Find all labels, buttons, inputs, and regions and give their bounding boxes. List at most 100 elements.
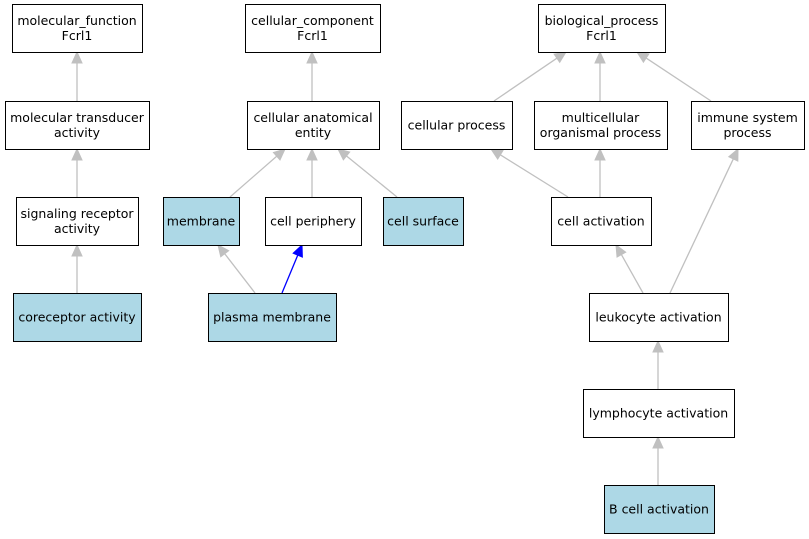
node-label: leukocyte activation	[595, 310, 721, 325]
edge-cact-to-cpr	[489, 148, 569, 198]
node-box	[163, 197, 240, 246]
node-label: Fcrl1	[62, 28, 93, 43]
edge-cact-to-mop	[594, 147, 606, 197]
node-box	[5, 101, 150, 150]
node-label: signaling receptor	[20, 206, 134, 221]
node-box	[12, 4, 143, 53]
edge-arrowhead	[337, 148, 351, 161]
edge-cae-to-cc	[306, 50, 318, 101]
node-cor: coreceptor activity	[13, 293, 142, 342]
node-box	[247, 101, 380, 150]
edge-mem-to-cae	[229, 148, 286, 198]
node-box	[401, 101, 513, 150]
edge-line	[620, 254, 644, 294]
node-box	[265, 197, 362, 246]
node-mem: membrane	[163, 197, 240, 246]
edge-arrowhead	[306, 50, 318, 64]
node-label: immune system	[697, 110, 798, 125]
edge-bact-to-lyact	[652, 435, 664, 485]
edge-lyact-to-lact	[652, 339, 664, 389]
edge-cper-to-cae	[306, 147, 318, 197]
edge-arrowhead	[489, 148, 504, 160]
edge-cpr-to-bp	[493, 51, 567, 102]
edge-arrowhead	[71, 50, 83, 64]
node-lact: leukocyte activation	[589, 293, 729, 342]
node-label: cellular process	[408, 118, 506, 133]
node-label: coreceptor activity	[18, 310, 136, 325]
node-label: biological_process	[545, 13, 659, 28]
edge-arrowhead	[615, 243, 627, 258]
edge-arrowhead	[727, 147, 739, 162]
node-box	[604, 485, 715, 534]
node-lyact: lymphocyte activation	[583, 389, 735, 438]
edge-line	[281, 254, 299, 294]
edge-arrowhead	[71, 147, 83, 161]
edge-line	[645, 57, 712, 102]
edge-line	[493, 57, 558, 102]
edges-layer	[71, 50, 739, 485]
edge-isp-to-bp	[635, 51, 712, 102]
node-label: activity	[54, 221, 101, 236]
edge-arrowhead	[652, 435, 664, 449]
node-label: process	[723, 125, 771, 140]
node-label: cell activation	[557, 214, 644, 229]
node-label: Fcrl1	[586, 28, 617, 43]
node-box	[16, 197, 139, 246]
node-box	[245, 4, 381, 53]
edge-lact-to-isp	[669, 147, 739, 294]
node-label: entity	[295, 125, 332, 140]
edge-cor-to-sra	[71, 243, 83, 293]
edge-arrowhead	[306, 147, 318, 161]
node-label: membrane	[167, 214, 236, 229]
edge-sra-to-mta	[71, 147, 83, 197]
node-label: B cell activation	[609, 502, 709, 517]
edge-arrowhead	[71, 243, 83, 257]
node-box	[13, 293, 142, 342]
edge-arrowhead	[635, 51, 650, 64]
node-csur: cell surface	[383, 197, 464, 246]
node-label: cellular anatomical	[253, 110, 372, 125]
node-label: cell periphery	[270, 214, 356, 229]
node-box	[691, 101, 805, 150]
node-label: activity	[54, 125, 101, 140]
node-pm: plasma membrane	[208, 293, 337, 342]
node-label: Fcrl1	[297, 28, 328, 43]
edge-line	[669, 158, 734, 294]
edge-line	[499, 154, 569, 198]
node-label: cell surface	[387, 214, 459, 229]
edge-line	[229, 155, 278, 198]
node-cpr: cellular process	[401, 101, 513, 150]
edge-csur-to-cae	[337, 148, 398, 198]
node-box	[583, 389, 735, 438]
edge-mta-to-mf	[71, 50, 83, 101]
node-label: lymphocyte activation	[589, 406, 728, 421]
node-label: multicellular	[562, 110, 641, 125]
node-label: plasma membrane	[213, 310, 331, 325]
node-label: cellular_component	[251, 13, 374, 28]
edge-arrowhead	[594, 147, 606, 161]
edge-arrowhead	[292, 243, 303, 258]
node-box	[534, 101, 668, 150]
node-cact: cell activation	[551, 197, 652, 246]
node-label: organismal process	[540, 125, 661, 140]
node-box	[589, 293, 729, 342]
node-box	[208, 293, 337, 342]
node-bact: B cell activation	[604, 485, 715, 534]
node-box	[538, 4, 666, 53]
edge-arrowhead	[217, 244, 230, 258]
edge-pm-to-cper	[281, 243, 303, 294]
edge-arrowhead	[594, 50, 606, 64]
edge-lact-to-cact	[615, 243, 644, 294]
edge-arrowhead	[553, 51, 567, 64]
node-cper: cell periphery	[265, 197, 362, 246]
node-label: molecular transducer	[10, 110, 145, 125]
